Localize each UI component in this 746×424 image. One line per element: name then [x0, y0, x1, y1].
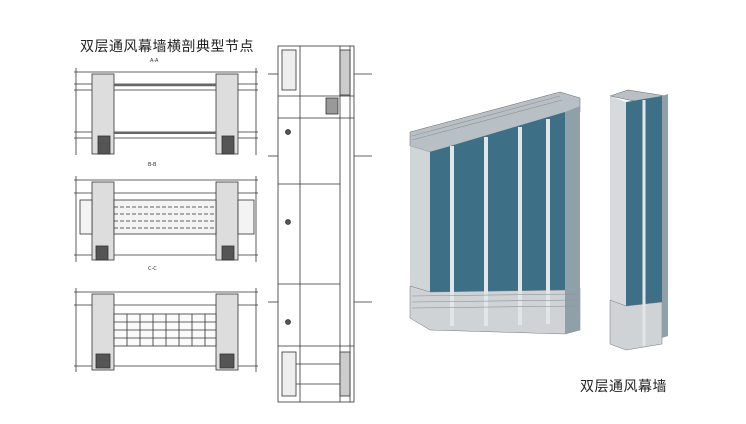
- curtain-wall-render-module: [609, 89, 668, 351]
- curtain-wall-render-front: [409, 91, 581, 335]
- diagram-title: 双层通风幕墙横剖典型节点: [80, 39, 254, 55]
- render-caption: 双层通风幕墙: [580, 379, 667, 395]
- section-label-b: B-B: [148, 162, 157, 168]
- section-drawing-a: [74, 68, 258, 155]
- section-drawing-c: [74, 288, 258, 372]
- vertical-section-drawing: [268, 45, 372, 403]
- section-label-a: A-A: [150, 58, 159, 64]
- section-drawing-b: [74, 176, 258, 262]
- section-label-c: C-C: [148, 266, 157, 272]
